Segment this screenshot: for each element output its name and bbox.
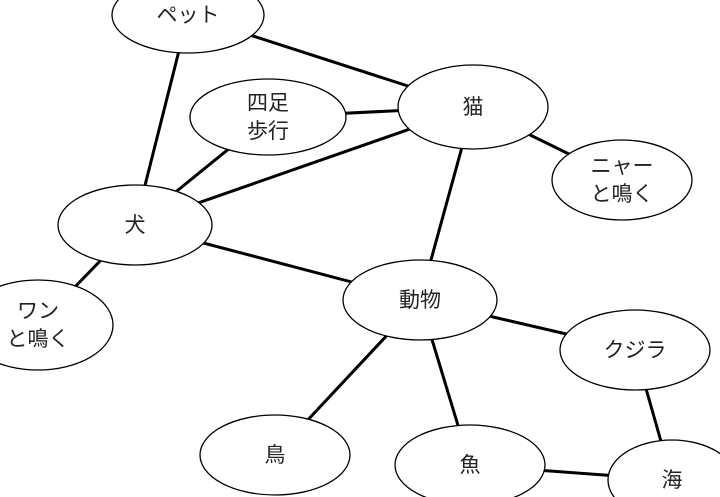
node-fish: 魚	[394, 424, 546, 497]
node-ellipse	[111, 0, 265, 54]
node-label: 動物	[399, 288, 441, 312]
node-sea: 海	[607, 439, 720, 497]
node-label: ペット	[157, 3, 220, 27]
node-label: 海	[662, 468, 683, 492]
node-ellipse	[199, 414, 351, 496]
node-ellipse	[342, 259, 498, 341]
node-label: 魚	[460, 453, 481, 477]
node-bird: 鳥	[199, 414, 351, 496]
node-label: 鳥	[265, 443, 286, 467]
node-cat: 猫	[397, 64, 549, 150]
node-label: と鳴く	[591, 182, 654, 206]
node-ellipse	[559, 309, 711, 391]
node-ellipse	[57, 184, 213, 266]
node-label: と鳴く	[7, 327, 70, 351]
node-label: ワン	[17, 299, 59, 323]
node-label: 犬	[125, 213, 146, 237]
node-ellipse	[551, 139, 693, 221]
node-ellipse	[0, 279, 114, 371]
node-label: 猫	[463, 95, 484, 119]
node-label: ニャー	[591, 154, 654, 178]
node-label: クジラ	[604, 338, 667, 362]
node-pet: ペット	[111, 0, 265, 54]
node-ellipse	[397, 64, 549, 150]
node-label: 歩行	[247, 119, 289, 143]
node-label: 四足	[247, 91, 289, 115]
node-ellipse	[607, 439, 720, 497]
node-ellipse	[189, 78, 347, 156]
node-dog: 犬	[57, 184, 213, 266]
node-animal: 動物	[342, 259, 498, 341]
node-whale: クジラ	[559, 309, 711, 391]
node-ellipse	[394, 424, 546, 497]
